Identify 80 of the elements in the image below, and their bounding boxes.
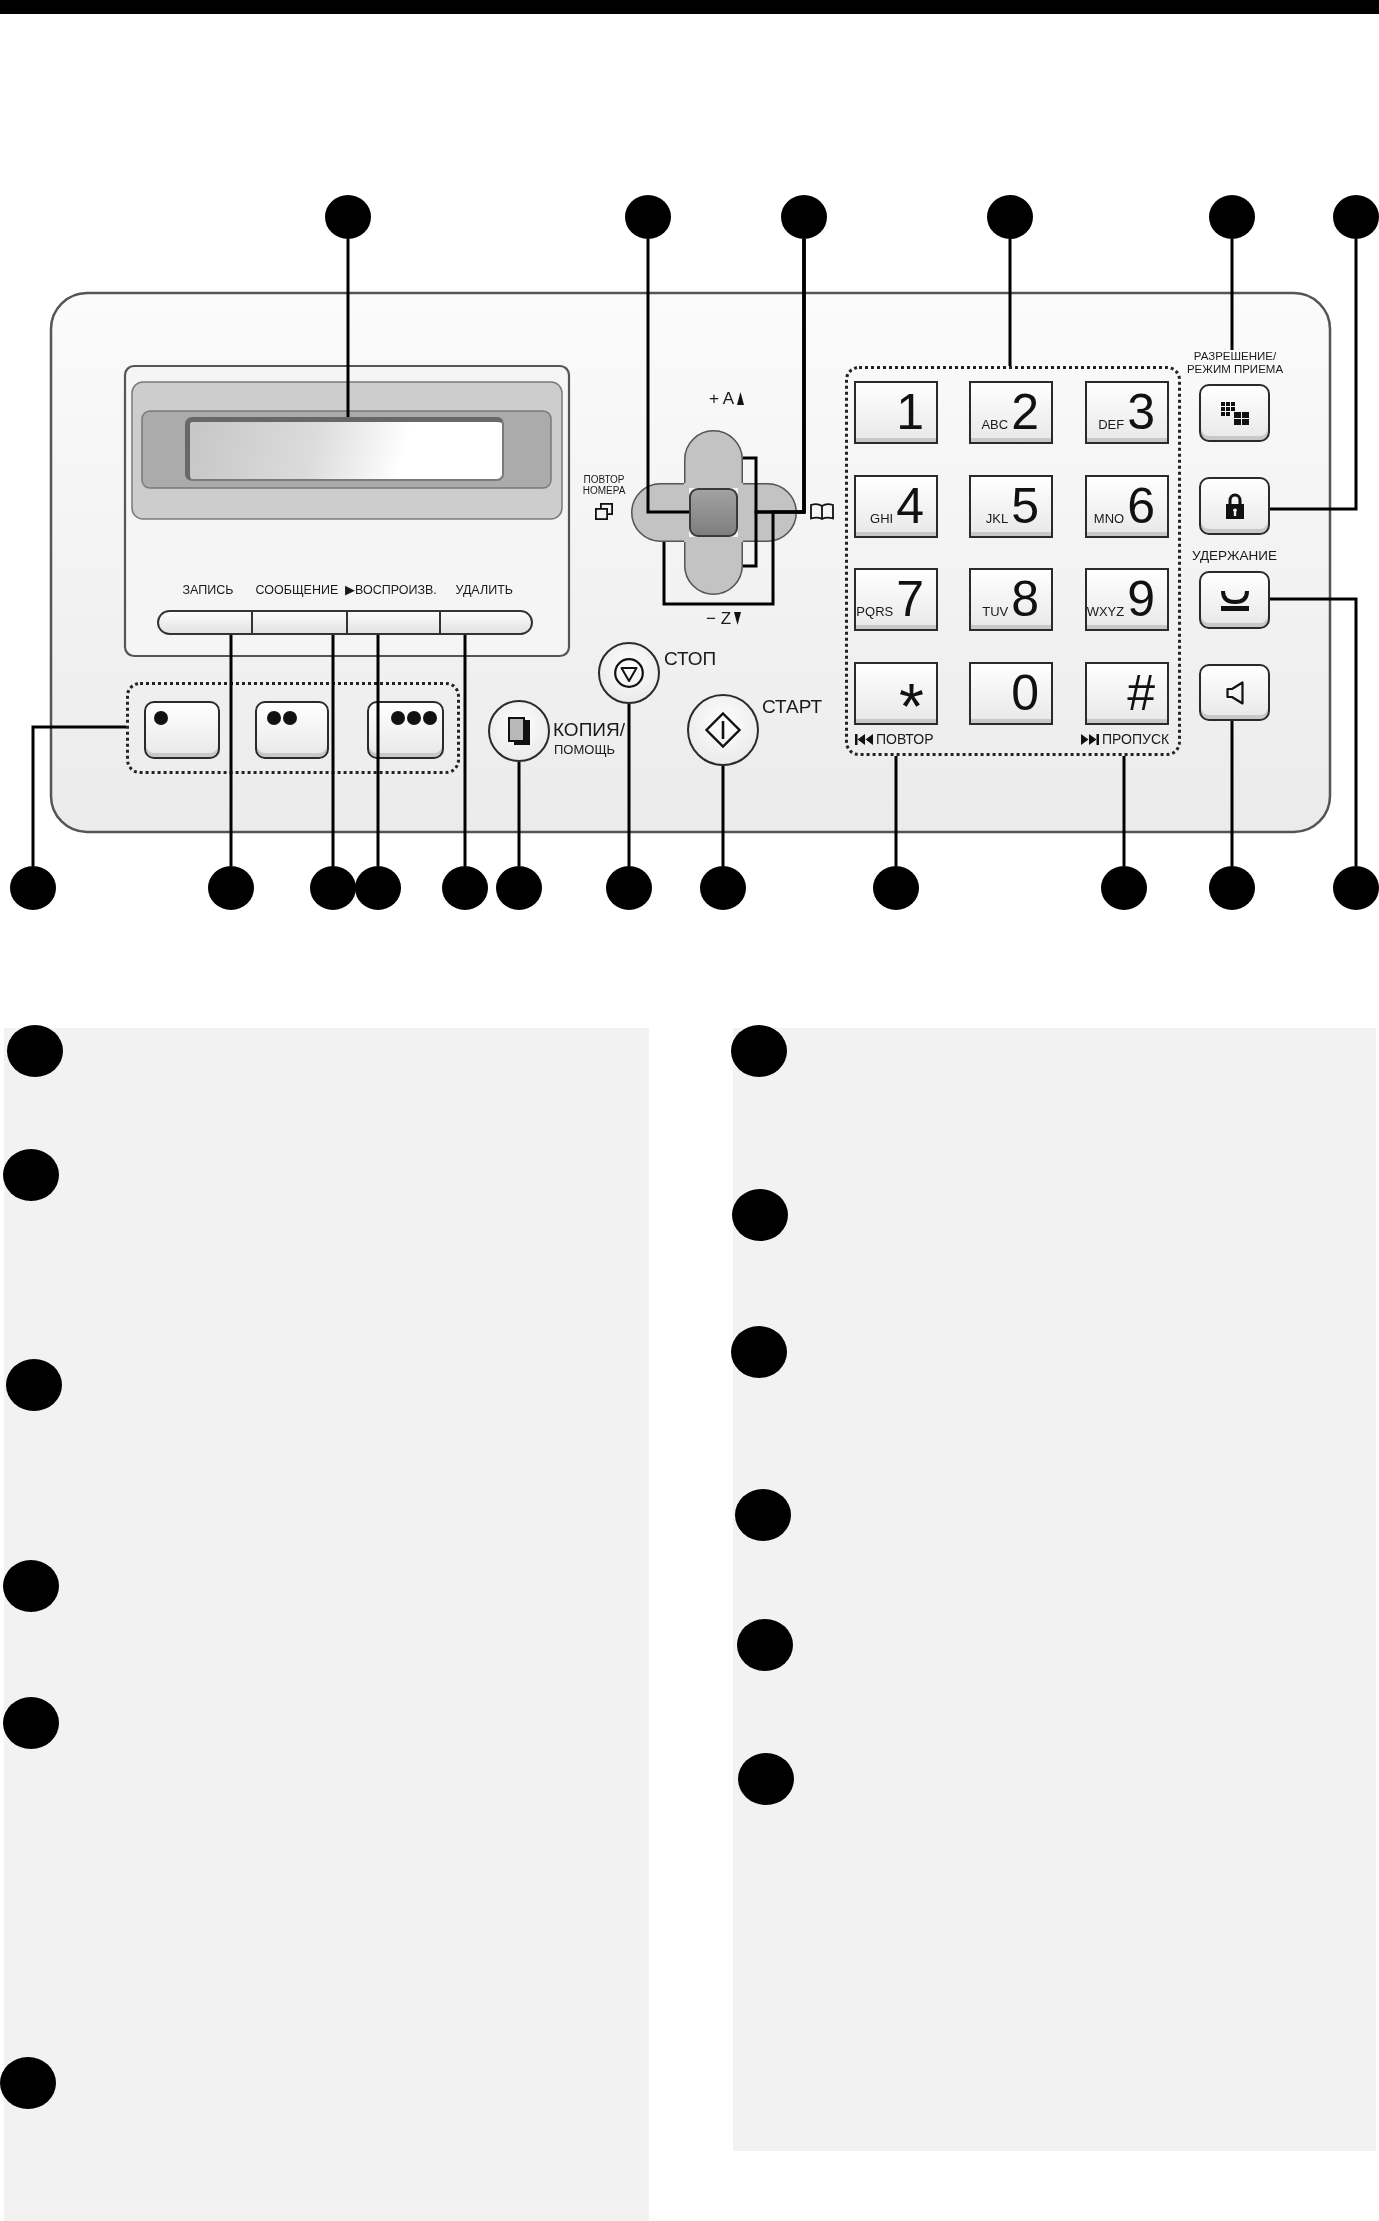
- leader-line: [376, 635, 380, 866]
- button-group: [126, 682, 460, 774]
- function-key: [346, 610, 441, 635]
- keypad-key: WXYZ 9: [1085, 568, 1169, 631]
- key-label: ПОВТОР: [876, 731, 934, 748]
- callout-marker: [496, 866, 542, 910]
- function-key: [439, 610, 533, 635]
- key-label: СТАРТ: [762, 696, 823, 718]
- callout-marker: [1101, 866, 1147, 910]
- one-touch-key: [144, 701, 220, 759]
- callout-marker: [625, 195, 671, 239]
- speaker-key: [1199, 664, 1270, 721]
- leader-line: [1008, 239, 1012, 366]
- keypad-key: TUV 8: [969, 568, 1053, 631]
- key-label: + A: [709, 389, 735, 409]
- key-label: ПРОПУСК: [1102, 731, 1170, 748]
- callout-marker: [987, 195, 1033, 239]
- leader-line: [721, 766, 725, 866]
- keypad-key: DEF 3: [1085, 381, 1169, 444]
- keypad-group: [845, 366, 1181, 756]
- key-label: ПОВТОР НОМЕРА: [581, 474, 627, 497]
- center-key: [689, 488, 738, 537]
- callout-marker: [700, 866, 746, 910]
- key-label: ПОМОЩЬ: [554, 743, 616, 758]
- leader-line: [346, 239, 350, 417]
- keypad-key: JKL 5: [969, 475, 1053, 538]
- leader-line: [1122, 756, 1126, 866]
- key-label: КОПИЯ/: [553, 719, 625, 741]
- leader-line: [1230, 721, 1234, 866]
- callout-marker: [442, 866, 488, 910]
- function-key: [157, 610, 253, 635]
- keypad-key: PQRS 7: [854, 568, 938, 631]
- lock-key: [1199, 477, 1270, 535]
- key-label: − Z: [706, 609, 732, 629]
- leader-line: [517, 762, 521, 866]
- key-label: ▶ВОСПРОИЗВ.: [345, 583, 437, 598]
- callout-marker: [873, 866, 919, 910]
- keypad-key: MNO 6: [1085, 475, 1169, 538]
- key-label: УДАЛИТЬ: [455, 583, 513, 598]
- callout-marker: [1209, 195, 1255, 239]
- leader-line: [797, 239, 806, 514]
- lcd-screen: [185, 417, 504, 481]
- leader-line: [229, 635, 233, 866]
- keypad-key: *: [854, 662, 938, 725]
- header-bar: [0, 0, 1379, 14]
- leader-line: [1270, 239, 1358, 511]
- leader-line: [627, 704, 631, 866]
- callout-marker: [1333, 195, 1379, 239]
- callout-marker: [325, 195, 371, 239]
- function-key: [251, 610, 348, 635]
- leader-line: [1270, 597, 1358, 866]
- key-label: РАЗРЕШЕНИЕ/ РЕЖИМ ПРИЕМА: [1185, 350, 1285, 376]
- callout-marker: [355, 866, 401, 910]
- key-label: СТОП: [664, 648, 717, 670]
- callout-marker: [10, 866, 56, 910]
- leader-line: [463, 635, 467, 866]
- leader-line: [31, 725, 126, 866]
- keypad-key: 0: [969, 662, 1053, 725]
- callout-marker: [208, 866, 254, 910]
- hold-key: [1199, 571, 1270, 629]
- one-touch-key: [367, 701, 444, 759]
- key-label: УДЕРЖАНИЕ: [1192, 548, 1277, 564]
- up-key: [684, 430, 743, 488]
- left-key: [631, 483, 689, 542]
- keypad-key: #: [1085, 662, 1169, 725]
- keypad-key: 1: [854, 381, 938, 444]
- one-touch-key: [255, 701, 329, 759]
- keypad-key: GHI 4: [854, 475, 938, 538]
- leader-line: [1230, 239, 1234, 350]
- callout-marker: [310, 866, 356, 910]
- leader-line: [894, 756, 898, 866]
- key-label: ЗАПИСЬ: [182, 583, 234, 598]
- leader-line: [646, 239, 689, 514]
- callout-marker: [606, 866, 652, 910]
- callout-marker: [1333, 866, 1379, 910]
- callout-marker: [1209, 866, 1255, 910]
- keypad-key: ABC 2: [969, 381, 1053, 444]
- callout-marker: [781, 195, 827, 239]
- leader-line: [331, 635, 335, 866]
- key-label: СООБЩЕНИЕ: [255, 583, 339, 598]
